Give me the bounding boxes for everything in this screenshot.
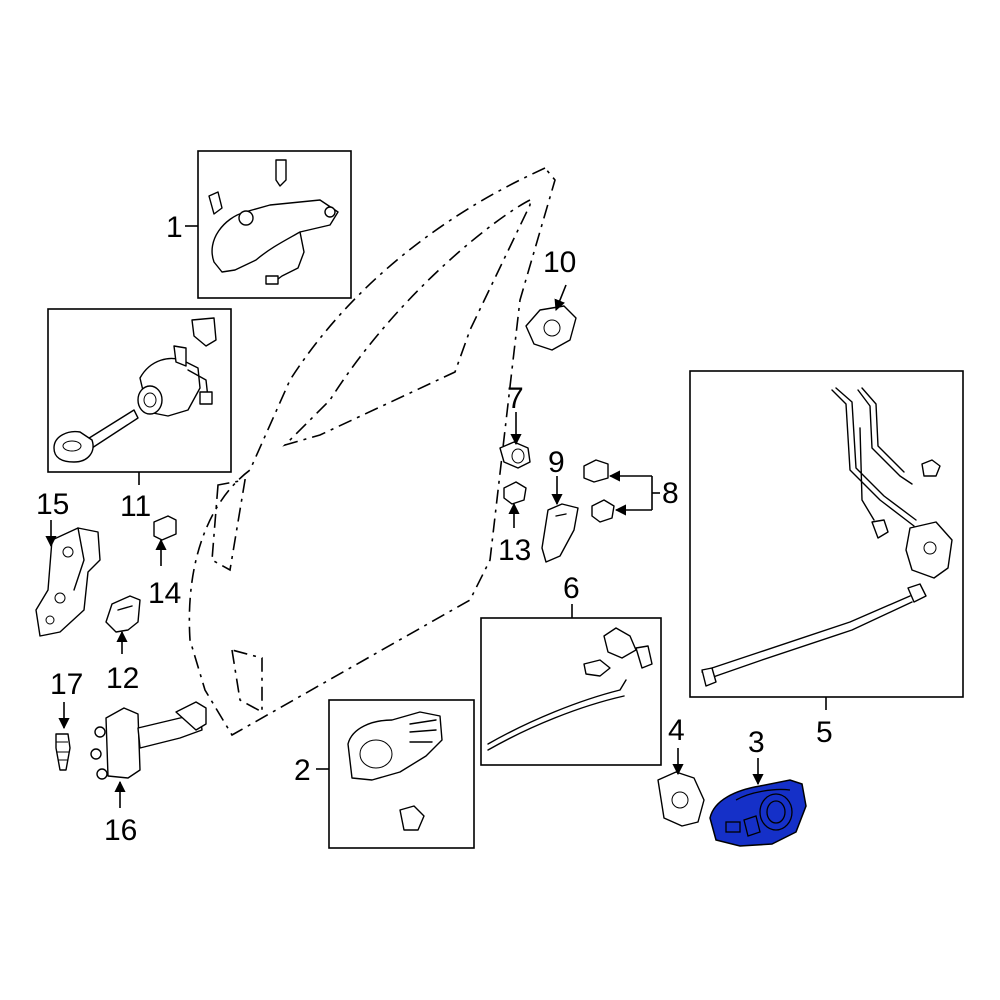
part-13-grommet: [503, 481, 527, 505]
part-6-rod-group: [480, 604, 662, 766]
callout-10: 10: [543, 246, 576, 279]
callout-12: 12: [106, 662, 139, 695]
part-1-outside-handle-group: [185, 150, 352, 299]
callout-labels: 1 2 3 4 5 6 7 8 9 10 11 12 13 14 15 16 1…: [36, 211, 833, 847]
callout-9: 9: [548, 446, 565, 479]
part-16-door-check: [90, 701, 207, 780]
callout-14: 14: [148, 577, 181, 610]
callout-5: 5: [816, 716, 833, 749]
callout-3: 3: [748, 726, 765, 759]
part-10-striker: [525, 305, 577, 351]
part-5-latch-group: [689, 370, 964, 710]
callout-11: 11: [120, 490, 151, 523]
part-4-handle-bracket: [657, 771, 705, 827]
callout-7: 7: [507, 382, 524, 415]
part-3-inside-handle-highlighted[interactable]: [709, 779, 807, 847]
key-part: [53, 409, 139, 463]
callout-8: 8: [662, 477, 679, 510]
outside-handle-part: [208, 159, 339, 285]
callout-2: 2: [294, 754, 311, 787]
callout-13: 13: [498, 534, 531, 567]
part-8-clips: [583, 459, 615, 523]
door-outline: [188, 167, 556, 737]
part-15-hinge-bracket: [35, 527, 101, 637]
callout-17: 17: [50, 668, 83, 701]
callout-4: 4: [668, 714, 685, 747]
part-12-bracket: [105, 595, 141, 633]
part-17-bolt: [55, 733, 71, 771]
part-2-inside-handle-group: [316, 699, 475, 849]
callout-6: 6: [563, 572, 580, 605]
part-7-bumper: [499, 441, 531, 469]
part-14-clip: [153, 515, 177, 541]
part-11-lock-cylinder-group: [47, 308, 232, 485]
callout-16: 16: [104, 814, 137, 847]
lock-cylinder-part: [137, 317, 217, 417]
callout-15: 15: [36, 488, 69, 521]
callout-1: 1: [166, 211, 183, 244]
part-9-bracket: [541, 503, 579, 563]
leader-arrows: [45, 284, 764, 808]
